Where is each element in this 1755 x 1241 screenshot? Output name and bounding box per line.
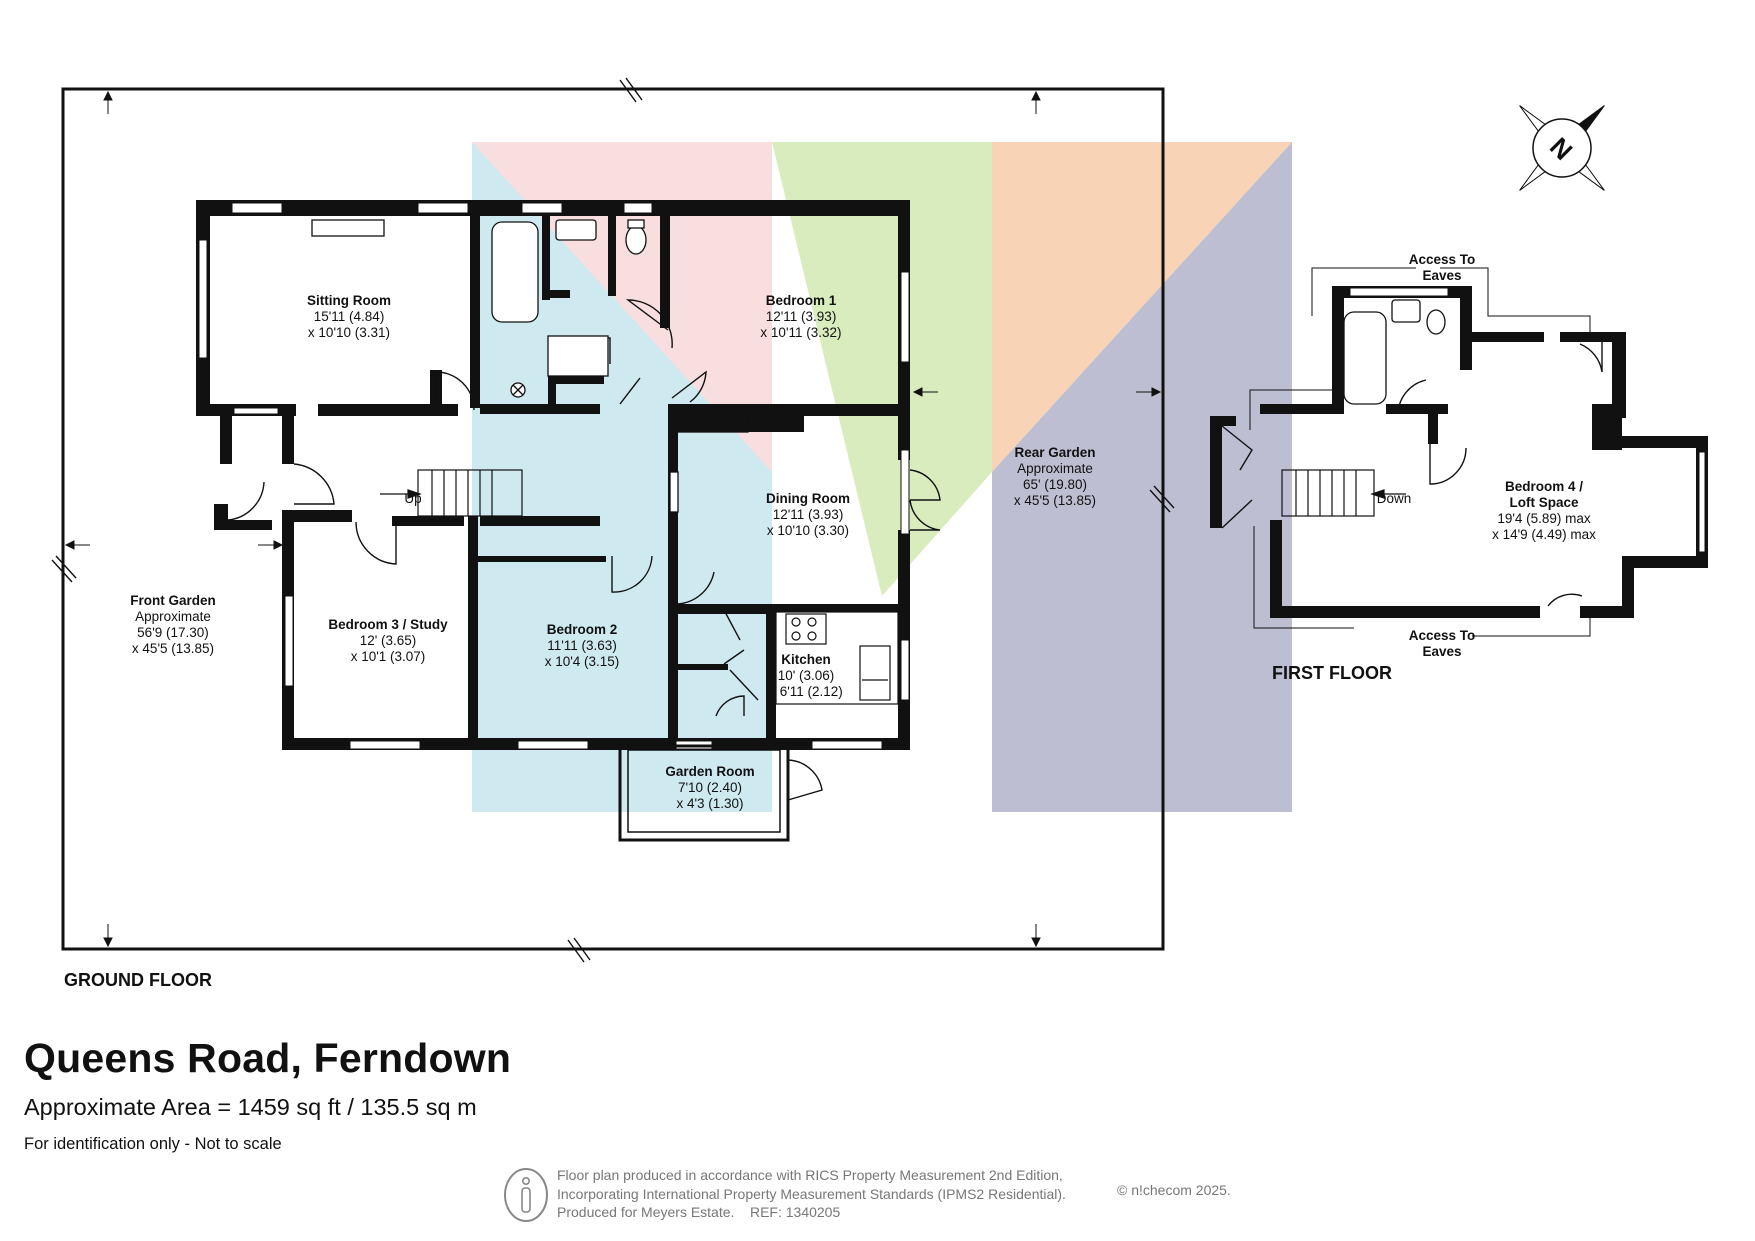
kitchen-name: Kitchen	[781, 652, 831, 667]
break-marks	[51, 77, 1175, 963]
bathroom-fixtures	[311, 219, 749, 513]
bedroom-2-dim-1: x 10'4 (3.15)	[545, 654, 620, 669]
front-garden-dim-1: 56'9 (17.30)	[137, 625, 209, 640]
first-floor-windows	[1349, 287, 1706, 553]
hob-icon	[785, 613, 827, 645]
toilet-icon-first	[1426, 309, 1446, 335]
dining-room-name: Dining Room	[766, 491, 850, 506]
first-floor-fixtures	[1343, 299, 1446, 405]
garden-room-dim-0: 7'10 (2.40)	[678, 780, 742, 795]
bedroom-3-name: Bedroom 3 / Study	[328, 617, 448, 632]
garden-room-name: Garden Room	[665, 764, 754, 779]
panel-green	[772, 142, 992, 596]
ground-windows	[198, 202, 910, 750]
stairs-down-label: Down	[1377, 491, 1412, 506]
dining-room-dim-1: x 10'10 (3.30)	[767, 523, 849, 538]
bedroom-1-dim-1: x 10'11 (3.32)	[760, 325, 841, 340]
bedroom-4-name: Bedroom 4 /	[1505, 479, 1583, 494]
first-floor-doors	[1221, 342, 1603, 607]
dining-room-dim-0: 12'11 (3.93)	[773, 507, 844, 522]
eaves-top-1: Access To	[1409, 252, 1476, 267]
copyright: © n!checom 2025.	[1117, 1182, 1231, 1198]
eaves-bottom-1: Access To	[1409, 628, 1476, 643]
toilet-icon	[625, 225, 647, 255]
garden-room-dim-1: x 4'3 (1.30)	[676, 796, 743, 811]
bedroom-1-name: Bedroom 1	[766, 293, 837, 308]
kitchen-dim-0: 10' (3.06)	[778, 668, 835, 683]
front-garden-name: Front Garden	[130, 593, 216, 608]
first-floor-stairs	[1281, 469, 1406, 517]
eaves-leaders	[1249, 267, 1591, 637]
first-floor-label: FIRST FLOOR	[1272, 663, 1392, 683]
footer-line-3: Produced for Meyers Estate. REF: 1340205	[557, 1204, 841, 1220]
bedroom-4-dim-0: 19'4 (5.89) max	[1497, 511, 1591, 526]
colour-panels	[472, 142, 1292, 812]
bedroom-2-name: Bedroom 2	[547, 622, 618, 637]
bedroom-4-name-2: Loft Space	[1509, 495, 1579, 510]
rear-garden-dim-2: x 45'5 (13.85)	[1014, 493, 1096, 508]
kitchen-units	[775, 611, 899, 705]
bedroom-3-dim-0: 12' (3.65)	[360, 633, 417, 648]
plot-boundary	[61, 87, 1165, 951]
bedroom-1-dim-0: 12'11 (3.93)	[766, 309, 837, 324]
front-garden-dim-0: Approximate	[135, 609, 211, 624]
panel-purple	[992, 142, 1292, 812]
first-floor-walls	[1210, 286, 1708, 618]
rear-garden-name: Rear Garden	[1014, 445, 1095, 460]
nichecom-logo-icon	[504, 1168, 548, 1222]
sitting-room-dim-0: 15'11 (4.84)	[314, 309, 385, 324]
sitting-room-name: Sitting Room	[307, 293, 391, 308]
rear-garden-dim-0: Approximate	[1017, 461, 1093, 476]
compass-icon	[1519, 105, 1605, 191]
stairs-up-label: Up	[404, 491, 421, 506]
rear-garden-dim-1: 65' (19.80)	[1023, 477, 1087, 492]
property-title: Queens Road, Ferndown	[24, 1035, 512, 1081]
eaves-top-2: Eaves	[1422, 268, 1461, 283]
front-garden-dim-2: x 45'5 (13.85)	[132, 641, 214, 656]
bath-icon-first	[1343, 311, 1387, 405]
ground-stairs	[380, 469, 523, 517]
footer-line-2: Incorporating International Property Mea…	[557, 1185, 1066, 1202]
bath-icon	[491, 221, 539, 323]
basin-icon	[555, 219, 597, 241]
basin-icon-first	[1391, 299, 1421, 323]
bedroom-3-dim-1: x 10'1 (3.07)	[351, 649, 426, 664]
eaves-bottom-2: Eaves	[1422, 644, 1461, 659]
ground-floor-label: GROUND FLOOR	[64, 970, 212, 990]
scale-note: For identification only - Not to scale	[24, 1135, 282, 1153]
kitchen-dim-1: x 6'11 (2.12)	[769, 684, 843, 699]
dimension-arrows	[64, 90, 1162, 948]
approximate-area: Approximate Area = 1459 sq ft / 135.5 sq…	[24, 1094, 477, 1120]
sitting-room-dim-1: x 10'10 (3.31)	[308, 325, 390, 340]
garden-room-walls	[618, 744, 790, 842]
bedroom-2-dim-0: 11'11 (3.63)	[547, 638, 617, 653]
bedroom-4-dim-1: x 14'9 (4.49) max	[1492, 527, 1596, 542]
footer-line-1: Floor plan produced in accordance with R…	[557, 1167, 1063, 1183]
panel-blue	[472, 142, 772, 812]
footer-text: Floor plan produced in accordance with R…	[557, 1166, 1066, 1222]
sink-icon	[859, 645, 891, 701]
